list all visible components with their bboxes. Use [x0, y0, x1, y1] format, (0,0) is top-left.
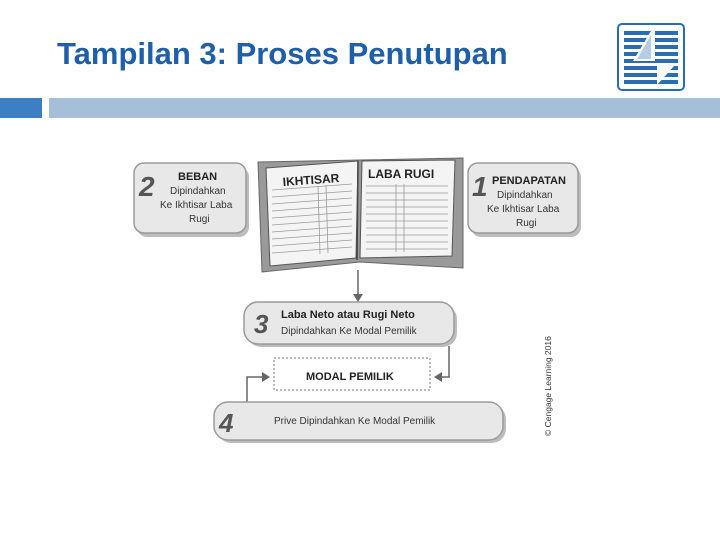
ledger-book: IKHTISAR LABA RUGI [257, 157, 464, 273]
modal-label: MODAL PEMILIK [306, 371, 394, 383]
publisher-logo [617, 23, 685, 91]
header-accent-bar [0, 98, 42, 118]
pendapatan-box: 1 PENDAPATAN Dipindahkan Ke Ikhtisar Lab… [467, 162, 581, 237]
arrow-book-to-laba [353, 270, 363, 302]
book-left-title: IKHTISAR [282, 171, 340, 189]
beban-box: 2 BEBAN Dipindahkan Ke Ikhtisar Laba Rug… [133, 162, 249, 237]
laba-title: Laba Neto atau Rugi Neto [281, 309, 415, 321]
arrow-laba-to-modal [434, 346, 450, 382]
pendapatan-number: 1 [472, 171, 488, 202]
arrow-prive-to-modal [246, 372, 270, 404]
pendapatan-line2: Ke Ikhtisar Laba [487, 204, 560, 215]
pendapatan-line1: Dipindahkan [497, 190, 553, 201]
modal-pemilik-box: MODAL PEMILIK [273, 357, 431, 391]
prive-number: 4 [218, 408, 234, 438]
prive-box: 4 Prive Dipindahkan Ke Modal Pemilik [213, 401, 506, 443]
beban-line1: Dipindahkan [170, 186, 226, 197]
laba-number: 3 [254, 309, 269, 339]
laba-line1: Dipindahkan Ke Modal Pemilik [281, 326, 418, 337]
copyright: © Cengage Learning 2016 [543, 336, 553, 436]
pendapatan-title: PENDAPATAN [492, 175, 566, 187]
laba-box: 3 Laba Neto atau Rugi Neto Dipindahkan K… [243, 301, 457, 347]
header-bar [49, 98, 720, 118]
book-right-title: LABA RUGI [368, 167, 434, 181]
pendapatan-line3: Rugi [516, 218, 537, 229]
prive-label: Prive Dipindahkan Ke Modal Pemilik [274, 416, 436, 427]
beban-number: 2 [138, 171, 155, 202]
beban-line2: Ke Ikhtisar Laba [160, 200, 233, 211]
page-title: Tampilan 3: Proses Penutupan [57, 36, 508, 71]
beban-title: BEBAN [178, 171, 217, 183]
beban-line3: Rugi [189, 214, 210, 225]
